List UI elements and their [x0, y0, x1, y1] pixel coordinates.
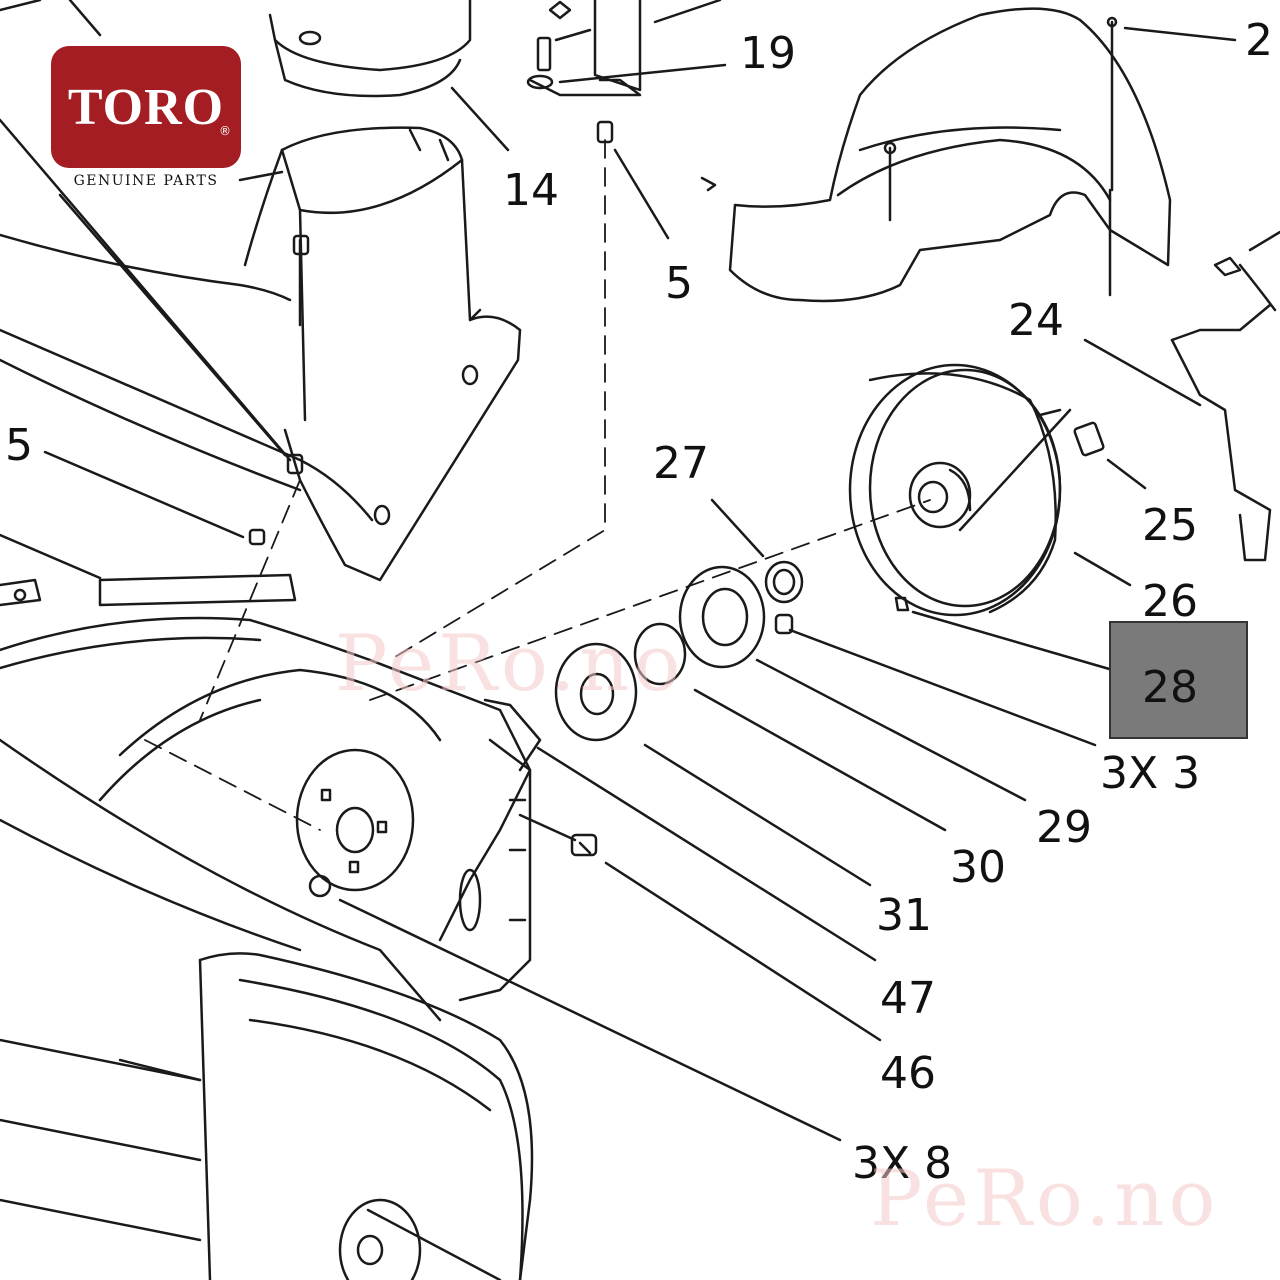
callout-5-left: 5 [5, 420, 33, 471]
belt-cover [700, 7, 1237, 303]
callout-31: 31 [876, 890, 932, 941]
callout-2: 2 [1245, 15, 1273, 66]
toro-logo: TORO ® [51, 46, 241, 168]
brand-tagline: GENUINE PARTS [73, 173, 219, 189]
pulley [848, 363, 1147, 677]
leader-lines-center [43, 28, 1202, 546]
callout-19: 19 [740, 28, 796, 79]
watermark-bottom-right: PeRo.no [870, 1154, 1219, 1244]
callout-27: 27 [653, 438, 709, 489]
callout-14: 14 [503, 165, 559, 216]
callout-28: 28 [1142, 662, 1198, 713]
callout-30: 30 [950, 842, 1006, 893]
registered-mark: ® [219, 124, 231, 138]
callout-26: 26 [1142, 576, 1198, 627]
callout-46: 46 [880, 1048, 936, 1099]
chute-ring [268, 0, 472, 98]
bearing-assembly [554, 498, 1097, 887]
callout-5-upper: 5 [665, 258, 693, 309]
axis-lines [144, 139, 931, 831]
callout-labels: 2 19 14 5 5 24 27 25 26 28 3X 3 29 30 31… [5, 15, 1273, 1189]
callout-25: 25 [1142, 500, 1198, 551]
callout-24: 24 [1008, 295, 1064, 346]
highlight-box-28 [1109, 621, 1248, 739]
callout-47: 47 [880, 973, 936, 1024]
callout-29: 29 [1036, 802, 1092, 853]
leader-lines-upper-left [0, 0, 292, 462]
watermark-center: PeRo.no [335, 619, 684, 709]
callout-3x8: 3X 8 [852, 1138, 952, 1189]
bracket-top [526, 0, 722, 144]
auger-housing [0, 0, 882, 1280]
logo-wordmark: TORO [67, 78, 225, 136]
bracket-right [1170, 230, 1280, 562]
callout-3x3: 3X 3 [1100, 748, 1200, 799]
chute-body [0, 126, 522, 582]
